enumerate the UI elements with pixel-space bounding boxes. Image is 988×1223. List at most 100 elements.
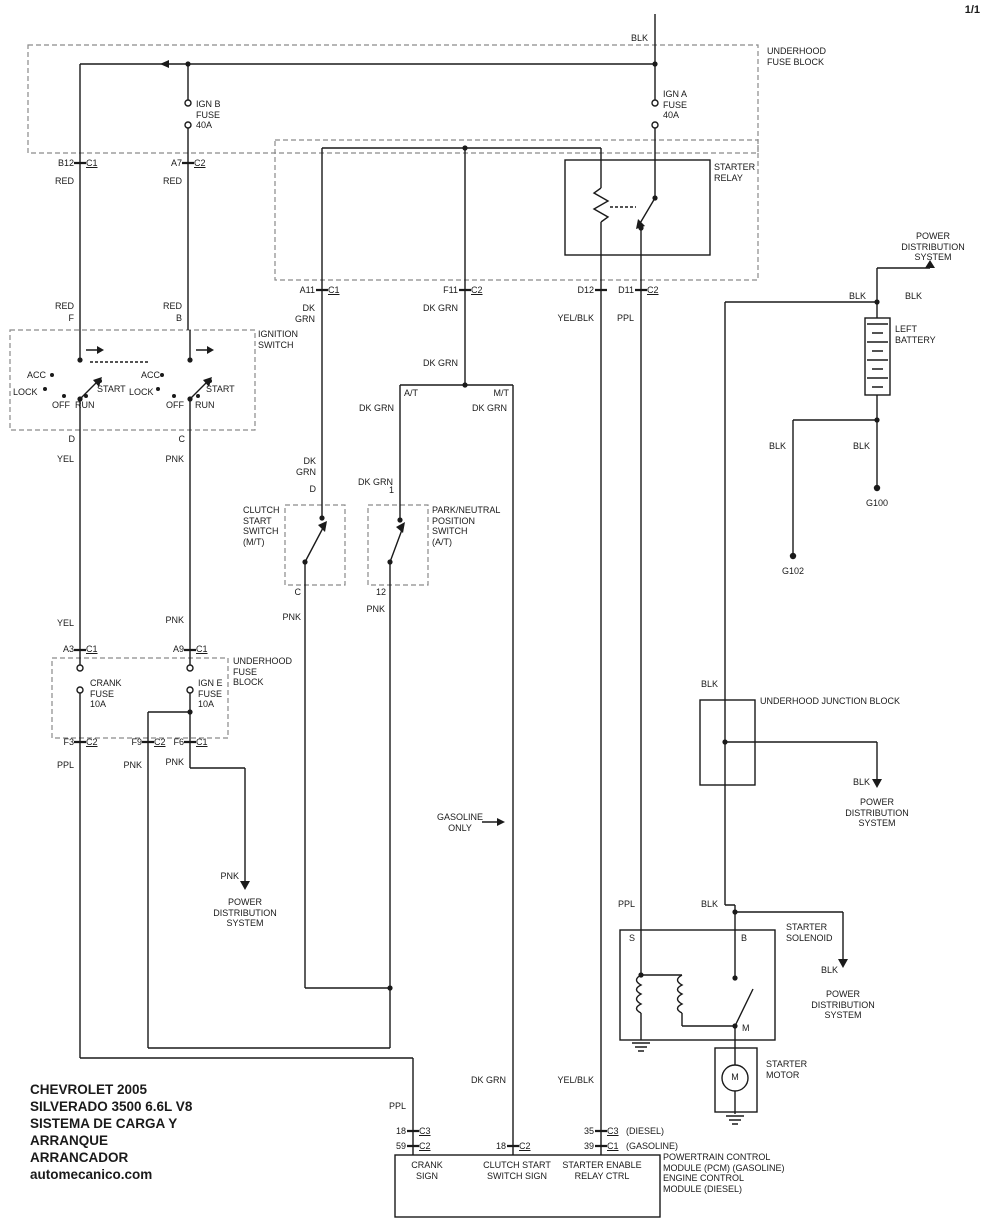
wire-dkgrn-7: DK GRN	[357, 477, 393, 487]
pds-label-2: POWER DISTRIBUTION SYSTEM	[901, 231, 965, 262]
crank-fuse-terminal-bottom	[76, 686, 84, 694]
junction-pds-down-arrow	[872, 779, 882, 788]
ign-e-fuse-terminal-top	[186, 664, 194, 672]
pds-label-3: POWER DISTRIBUTION SYSTEM	[845, 797, 909, 828]
ign-e-fuse-label: IGN E FUSE 10A	[198, 678, 223, 709]
wire-ppl-3: PPL	[617, 899, 635, 909]
wire-ppl-4: PPL	[388, 1101, 406, 1111]
left-battery-label: LEFT BATTERY	[895, 324, 936, 345]
pos-run-2: RUN	[195, 400, 215, 410]
pin-d11: D11	[618, 285, 634, 295]
term-c: C	[178, 434, 186, 444]
term-m: M	[742, 1023, 750, 1033]
conn-c1-a9: C1	[196, 644, 208, 654]
blk-label-top: BLK	[630, 33, 648, 43]
term-d: D	[68, 434, 76, 444]
pds-label-1: POWER DISTRIBUTION SYSTEM	[213, 897, 277, 928]
pin-35: 35	[583, 1126, 594, 1136]
pin-a3: A3	[62, 644, 74, 654]
ignition-1-blade-arrow	[93, 377, 102, 387]
wire-pnk-1: PNK	[165, 454, 184, 464]
starter-relay-label: STARTER RELAY	[714, 162, 756, 183]
ign-a-fuse-label: IGN A FUSE 40A	[663, 89, 688, 120]
starter-motor-label: STARTER MOTOR	[766, 1059, 808, 1080]
clutch-blade-arrow	[318, 521, 327, 532]
pcm-starter-enable: STARTER ENABLE RELAY CTRL	[562, 1160, 642, 1181]
motor-m-label: M	[731, 1072, 739, 1082]
pcm-crank-sign: CRANK SIGN	[411, 1160, 443, 1181]
wire-blk-3: BLK	[768, 441, 786, 451]
conn-c1-b12: C1	[86, 158, 98, 168]
bus-left-arrow	[160, 60, 169, 68]
title-line-1: CHEVROLET 2005	[30, 1082, 148, 1097]
wire-red-3: RED	[54, 301, 74, 311]
ignition-2-direction-arrow	[207, 346, 214, 354]
wire-dkgrn-4: DK GRN	[358, 403, 394, 413]
crank-fuse-terminal-top	[76, 664, 84, 672]
ign-a-fuse-terminal-top	[651, 99, 659, 107]
pin-a7: A7	[170, 158, 182, 168]
ground-g100-dot	[873, 484, 881, 492]
wire-blk-5: BLK	[700, 679, 718, 689]
conn-c2-d11: C2	[647, 285, 659, 295]
note-diesel: (DIESEL)	[626, 1126, 665, 1136]
underhood-fuse-block-box	[27, 44, 759, 154]
park-neutral-blade-arrow	[396, 522, 405, 533]
title-line-2: SILVERADO 3500 6.6L V8	[30, 1099, 193, 1114]
pin-f9: F9	[131, 737, 142, 747]
chassis-ground-symbols	[632, 1042, 744, 1125]
conn-c2-f9: C2	[154, 737, 166, 747]
pin-f3: F3	[63, 737, 74, 747]
ign-e-fuse-terminal-bottom	[186, 686, 194, 694]
pin-59: 59	[395, 1141, 406, 1151]
solid-boxes	[394, 159, 891, 1218]
pin-18b: 18	[495, 1141, 506, 1151]
pos-lock-2: LOCK	[129, 387, 154, 397]
ground-g102-dot	[789, 552, 797, 560]
wire-pnk-5: PNK	[123, 760, 142, 770]
solenoid-coil-2	[676, 974, 684, 1014]
pos-acc-1: ACC	[27, 370, 47, 380]
wires	[79, 14, 931, 1155]
branch-mt: M/T	[493, 388, 510, 398]
conn-c3-18: C3	[419, 1126, 431, 1136]
ground-g100-label: G100	[865, 498, 889, 508]
conn-c1-39: C1	[607, 1141, 619, 1151]
pos-start-2: START	[206, 384, 235, 394]
conn-c2-59: C2	[419, 1141, 431, 1151]
gasoline-only-label: GASOLINE ONLY	[436, 812, 484, 833]
wire-ppl-2: PPL	[56, 760, 74, 770]
pos-start-1: START	[97, 384, 126, 394]
wire-dkgrn-5: DK GRN	[471, 403, 507, 413]
conn-c2-f11: C2	[471, 285, 483, 295]
term-f: F	[68, 313, 75, 323]
conn-c1-a3: C1	[86, 644, 98, 654]
wire-blk-1: BLK	[848, 291, 866, 301]
junction-block-label: UNDERHOOD JUNCTION BLOCK	[760, 696, 901, 706]
ignition-1-direction-arrow	[97, 346, 104, 354]
pnk-down-arrow	[240, 881, 250, 890]
ground-g102-label: G102	[781, 566, 805, 576]
wire-dkgrn-1: DK GRN	[295, 303, 315, 324]
arrowheads	[93, 60, 935, 968]
pcm-clutch-sign: CLUTCH START SWITCH SIGN	[483, 1160, 551, 1181]
starter-motor-circle	[721, 1064, 749, 1092]
clutch-start-switch-label: CLUTCH START SWITCH (M/T)	[243, 505, 280, 547]
term-12: 12	[375, 587, 386, 597]
pds-label-4: POWER DISTRIBUTION SYSTEM	[811, 989, 875, 1020]
pos-run-1: RUN	[75, 400, 95, 410]
pin-d12: D12	[577, 285, 594, 295]
wire-pnk-3: PNK	[366, 604, 385, 614]
pos-lock-1: LOCK	[13, 387, 38, 397]
pin-39: 39	[583, 1141, 594, 1151]
conn-c2-a7: C2	[194, 158, 206, 168]
park-neutral-switch-label: PARK/NEUTRAL POSITION SWITCH (A/T)	[432, 505, 501, 547]
relay-blade-arrow	[636, 219, 645, 229]
wire-dkgrn-2: DK GRN	[422, 303, 458, 313]
wire-pnk-2: PNK	[282, 612, 301, 622]
term-1: 1	[388, 485, 394, 495]
wire-blk-8: BLK	[820, 965, 838, 975]
wire-dkgrn-6: DK GRN	[296, 456, 316, 477]
